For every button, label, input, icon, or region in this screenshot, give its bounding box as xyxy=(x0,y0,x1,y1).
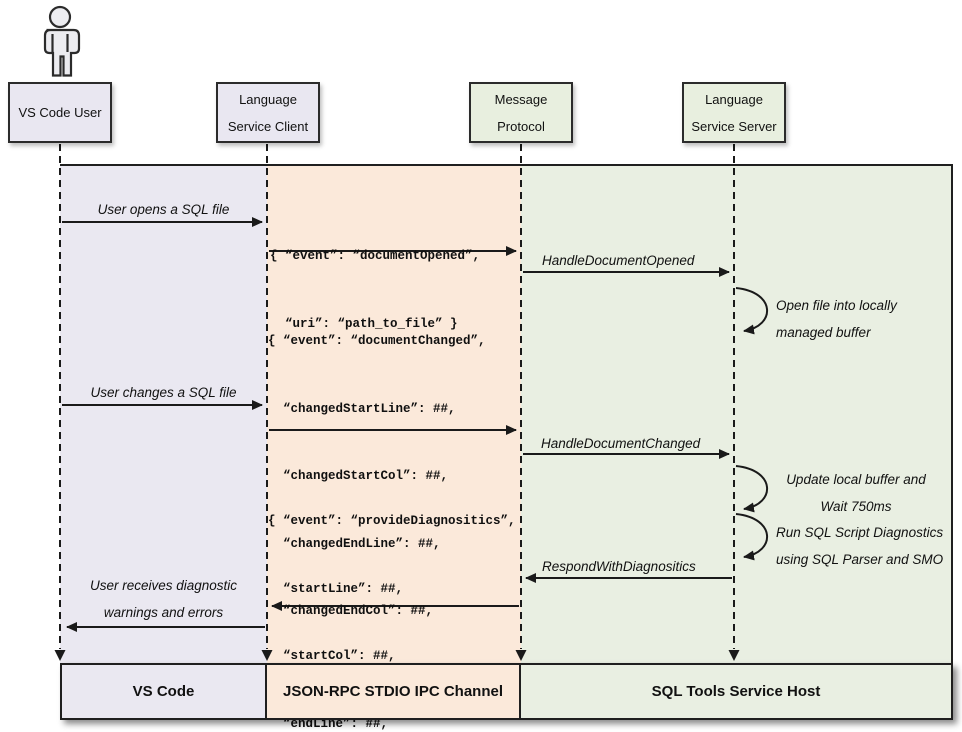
actor-label: Message xyxy=(494,91,548,107)
payload-line: “endLine”: ##, xyxy=(268,716,389,731)
actor-label: VS Code User xyxy=(18,105,102,120)
label-user-receives: User receives diagnostic warnings and er… xyxy=(60,572,267,626)
payload-line: “changedStartCol”: ##, xyxy=(268,469,449,483)
actor-message-protocol: Message Protocol xyxy=(469,82,573,143)
label-line: Update local buffer and xyxy=(786,472,926,487)
payload-line: “changedEndCol”: ##, xyxy=(268,604,434,618)
actor-language-service-client: Language Service Client xyxy=(216,82,320,143)
payload-line: { “event”: “provideDiagnositics”, xyxy=(268,514,516,528)
label-update-buffer: Update local buffer and Wait 750ms xyxy=(776,466,936,520)
label-line: Open file into locally xyxy=(776,298,897,313)
label-line: warnings and errors xyxy=(103,605,224,620)
label-run-diagnostics: Run SQL Script Diagnostics using SQL Par… xyxy=(776,519,943,573)
payload-line: “startLine”: ##, xyxy=(268,581,404,596)
label-line: using SQL Parser and SMO xyxy=(776,552,944,567)
payload-line: “uri”: “path_to_file” } xyxy=(270,316,458,331)
band-vscode xyxy=(60,166,267,663)
footer-sql-tools-service-host: SQL Tools Service Host xyxy=(521,663,953,720)
label-line: Wait 750ms xyxy=(820,499,892,514)
label-handle-document-changed: HandleDocumentChanged xyxy=(541,436,701,451)
actor-label: Language xyxy=(705,91,763,107)
payload-line: { “event”: “documentOpened”, xyxy=(270,249,481,263)
actor-label: Protocol xyxy=(497,118,545,134)
band-region xyxy=(60,166,953,663)
actor-label: Service Client xyxy=(227,118,309,134)
footer-row: VS Code JSON-RPC STDIO IPC Channel SQL T… xyxy=(60,663,953,720)
payload-line: “changedStartLine”: ##, xyxy=(268,401,456,416)
label-open-file-buffer: Open file into locally managed buffer xyxy=(776,292,897,346)
actor-label: Language xyxy=(239,91,297,107)
payload-provide-diagnositics: { “event”: “provideDiagnositics”, “start… xyxy=(268,465,516,732)
payload-line: “changedEndLine”: ##, xyxy=(268,536,441,551)
label-line: Run SQL Script Diagnostics xyxy=(776,525,944,540)
band-ipc-channel xyxy=(267,166,521,663)
person-icon xyxy=(43,5,81,77)
actor-vscode-user: VS Code User xyxy=(8,82,112,143)
label-handle-document-opened: HandleDocumentOpened xyxy=(542,253,695,268)
band-service-host xyxy=(521,166,951,663)
actor-language-service-server: Language Service Server xyxy=(682,82,786,143)
payload-document-changed: { “event”: “documentChanged”, “changedSt… xyxy=(268,285,508,732)
footer-vscode: VS Code xyxy=(60,663,267,720)
payload-line: { “event”: “documentChanged”, xyxy=(268,334,486,348)
actor-label: Service Server xyxy=(691,118,777,134)
label-respond-with-diagnositics: RespondWithDiagnositics xyxy=(542,559,696,574)
footer-jsonrpc-channel: JSON-RPC STDIO IPC Channel xyxy=(267,663,521,720)
label-line: User receives diagnostic xyxy=(89,578,238,593)
payload-document-opened: { “event”: “documentOpened”, “uri”: “pat… xyxy=(270,200,480,380)
label-line: managed buffer xyxy=(776,325,871,340)
label-user-opens: User opens a SQL file xyxy=(97,202,230,217)
payload-line: “startCol”: ##, xyxy=(268,649,396,663)
label-user-changes: User changes a SQL file xyxy=(90,385,237,400)
